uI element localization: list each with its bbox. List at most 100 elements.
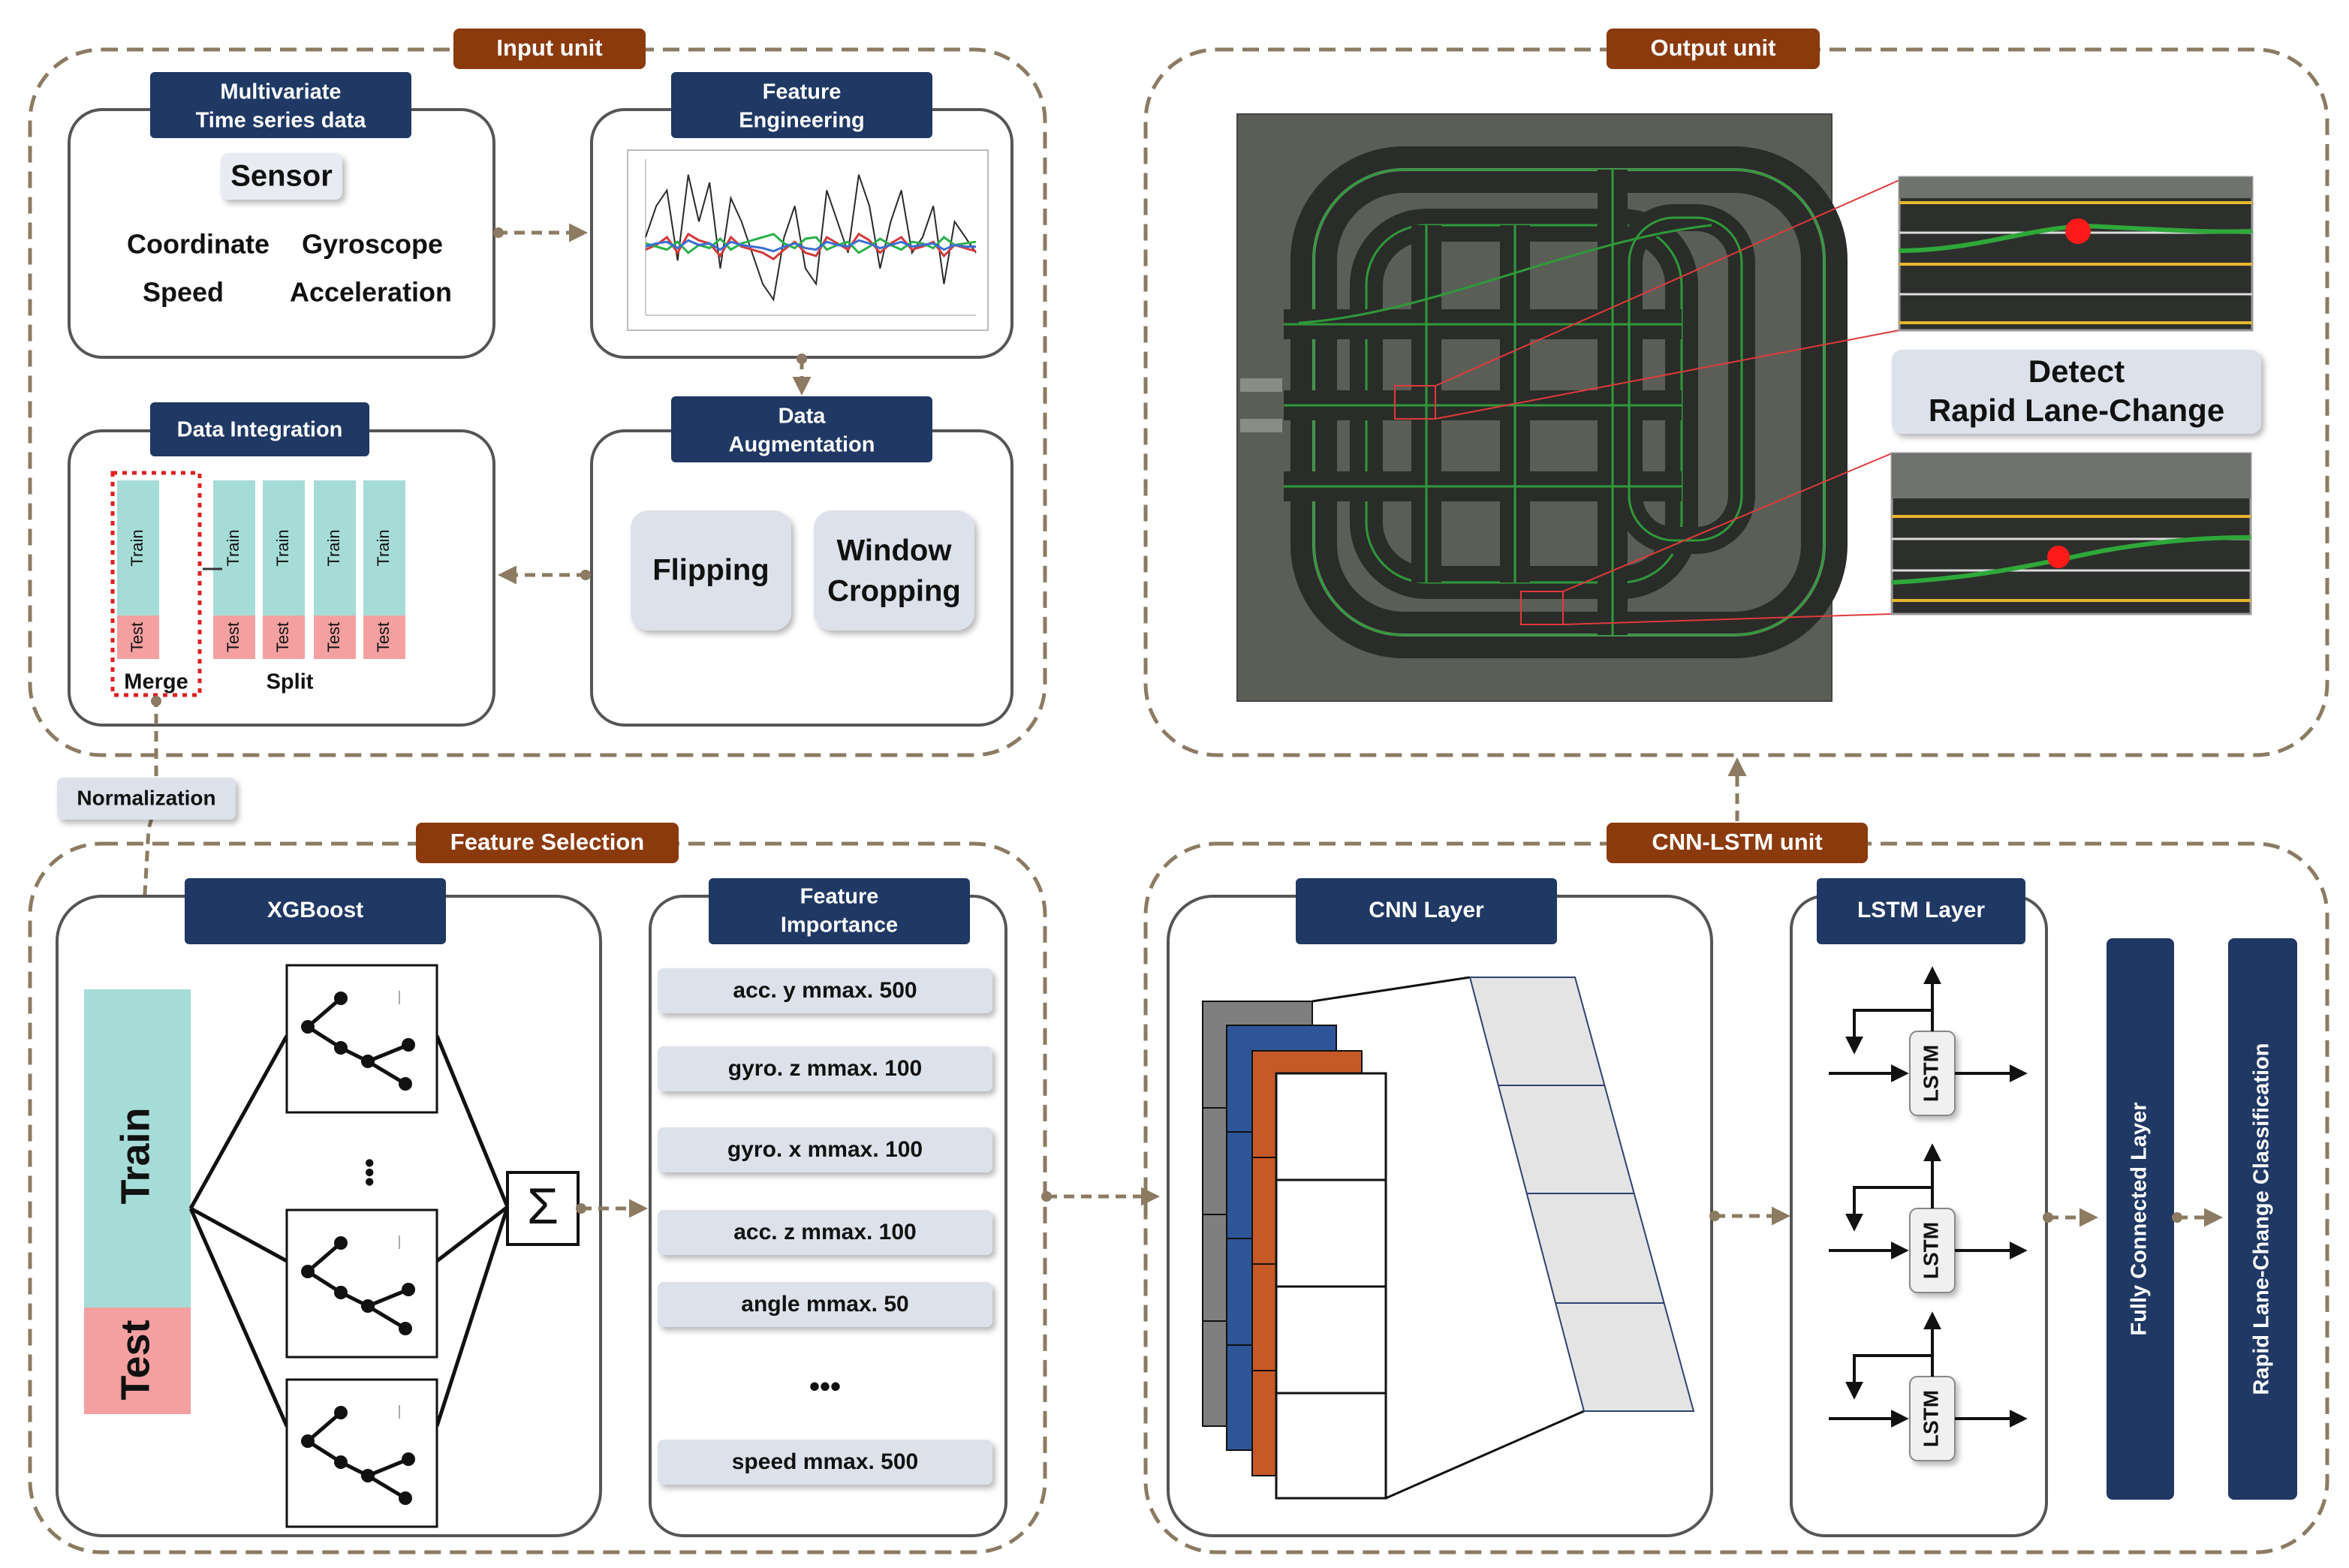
- da-label: Data Augmentation: [671, 396, 932, 462]
- tree-edge: [306, 1411, 342, 1443]
- xgb-train-label: Train: [113, 1107, 158, 1204]
- tree-diagrams: [301, 991, 415, 1505]
- tree-node: [399, 1491, 412, 1505]
- detect-label-line1: Detect: [2028, 354, 2125, 389]
- di-test-bar: [117, 615, 159, 659]
- fe-chart-series-line: [645, 174, 977, 302]
- mts-title-line1: Multivariate: [220, 80, 341, 104]
- fe-chart: [645, 159, 977, 316]
- di-train-bar: [363, 480, 405, 615]
- fe-title-line1: Feature: [763, 80, 842, 104]
- detect-label-line2: Rapid Lane-Change: [1929, 393, 2224, 428]
- di-train-label: Train: [374, 529, 393, 566]
- zoom-panel-top: [1898, 176, 2254, 332]
- da-title-line1: Data: [778, 405, 827, 429]
- tree-node: [301, 1020, 315, 1034]
- tree-node: [402, 1283, 415, 1296]
- tree-node: [399, 1322, 412, 1335]
- di-train-bar: [213, 480, 255, 615]
- lstm-title: LSTM Layer: [1857, 898, 1985, 922]
- lstm-recurrent-arrow: [1845, 1186, 1932, 1232]
- fi-item-label: gyro. x mmax. 100: [727, 1137, 923, 1162]
- fe-chart-series-line: [645, 232, 977, 260]
- di-train-label: Train: [128, 529, 146, 566]
- tree-edge: [367, 1457, 409, 1478]
- window-cropping-chip: [814, 510, 974, 631]
- di-train-bar: [117, 480, 159, 615]
- lstm-cell-label: LSTM: [1919, 1390, 1942, 1447]
- di-bars: TrainTestTrainTestTrainTestTrainTestTrai…: [117, 480, 405, 659]
- arrow-dot: [580, 570, 591, 580]
- di-test-label: Test: [128, 622, 146, 652]
- xgb-test-bar: [84, 1308, 191, 1414]
- tree-node: [361, 1055, 375, 1068]
- classification-label: Rapid Lane-Change Classification: [2250, 1043, 2274, 1395]
- acceleration-label: Acceleration: [290, 277, 452, 308]
- cnn-title: CNN Layer: [1369, 898, 1484, 922]
- tree-node: [334, 1406, 348, 1419]
- di-title: Data Integration: [177, 418, 343, 442]
- tree-box: [285, 964, 438, 1114]
- fc-layer-bar: [2107, 938, 2174, 1500]
- cnn-label: CNN Layer: [1296, 878, 1557, 944]
- cnn-projection-lines: [1312, 976, 1585, 1500]
- tree-ellipsis: •••: [354, 1158, 385, 1187]
- tree-node: [402, 1038, 415, 1052]
- tree-node: [402, 1452, 415, 1466]
- tree-box: [285, 1208, 438, 1359]
- fe-chart-frame: [627, 149, 989, 331]
- tree-node: [301, 1265, 315, 1278]
- di-test-bar: [363, 615, 405, 659]
- arrow-dot: [1041, 1191, 1052, 1202]
- fi-item: angle mmax. 50: [658, 1282, 992, 1327]
- merge-highlight: [110, 471, 202, 697]
- xgboost-label: XGBoost: [185, 878, 446, 944]
- tree-edge: [306, 1241, 342, 1273]
- output-unit-badge: Output unit: [1607, 29, 1820, 69]
- cnn-lstm-unit-badge: CNN-LSTM unit: [1607, 823, 1868, 863]
- tree-edge: [306, 997, 342, 1028]
- arrow-dot: [2043, 1212, 2053, 1223]
- tree-node: [334, 1041, 348, 1055]
- xgb-test-label: Test: [113, 1320, 158, 1400]
- fi-item: gyro. x mmax. 100: [658, 1127, 992, 1172]
- flipping-label: Flipping: [652, 554, 769, 587]
- di-test-bar: [314, 615, 356, 659]
- fi-item-label: gyro. z mmax. 100: [728, 1056, 922, 1081]
- di-test-label: Test: [273, 622, 292, 652]
- detect-chip: Detect Rapid Lane-Change: [1892, 350, 2261, 434]
- di-train-bar: [314, 480, 356, 615]
- arrow-dot: [151, 696, 161, 706]
- feature-selection-title: Feature Selection: [450, 829, 644, 855]
- merge-label: Merge: [124, 670, 188, 694]
- arrow-dot: [576, 1203, 586, 1214]
- speed-label: Speed: [143, 277, 224, 308]
- lstm-cell-label: LSTM: [1919, 1045, 1942, 1102]
- fi-label: Feature Importance: [709, 878, 970, 944]
- fi-title-line2: Importance: [781, 913, 898, 937]
- arrow-dot: [1709, 1211, 1720, 1221]
- fi-item: acc. z mmax. 100: [658, 1210, 992, 1255]
- tree-node: [334, 1236, 348, 1250]
- fi-title-line1: Feature: [800, 885, 879, 909]
- fi-item-label: acc. z mmax. 100: [733, 1220, 917, 1244]
- xgboost-title: XGBoost: [267, 898, 363, 922]
- di-test-label: Test: [324, 622, 343, 652]
- tree-edge: [367, 1287, 409, 1308]
- sensor-label: Sensor: [230, 160, 333, 193]
- coordinate-label: Coordinate: [127, 229, 270, 260]
- lstm-recurrent-arrow: [1845, 1354, 1932, 1400]
- fi-item: acc. y mmax. 500: [658, 968, 992, 1013]
- output-unit-title: Output unit: [1651, 35, 1776, 61]
- xgb-train-bar: [84, 989, 191, 1308]
- cnn-feature-maps: [1202, 1001, 1387, 1500]
- cnn-output-strip: [1468, 977, 1695, 1412]
- tree-edge: [366, 1473, 407, 1500]
- di-train-label: Train: [224, 529, 242, 566]
- di-train-label: Train: [324, 529, 343, 566]
- tree-node: [334, 1286, 348, 1299]
- fi-item-label: angle mmax. 50: [741, 1292, 908, 1317]
- lstm-recurrent-arrow: [1845, 1009, 1932, 1055]
- mts-label: Multivariate Time series data: [150, 72, 411, 138]
